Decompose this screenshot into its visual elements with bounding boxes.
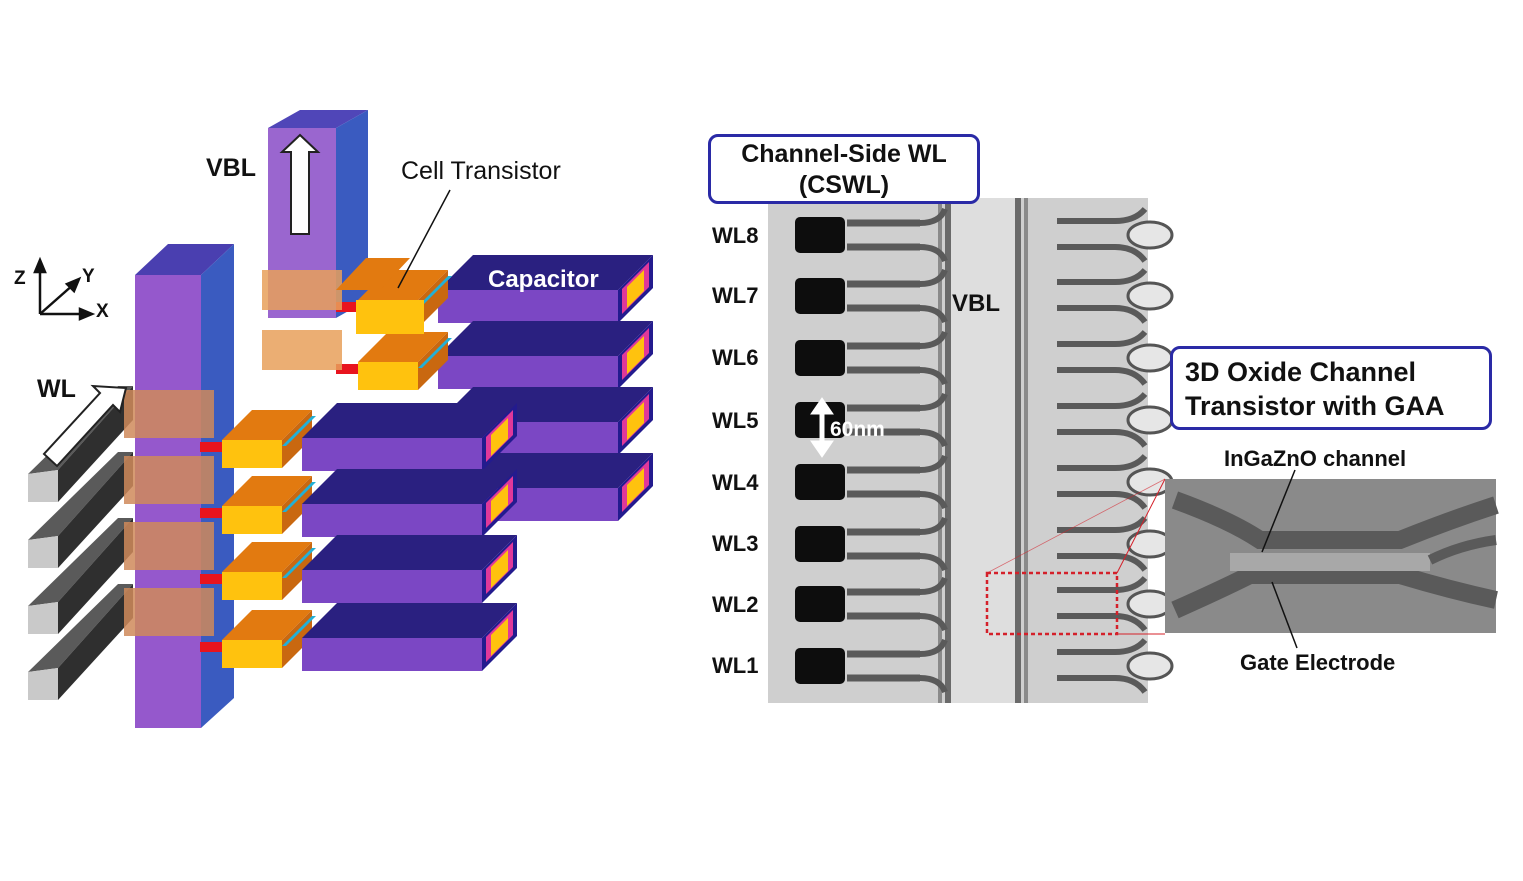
- wl-label: WL7: [712, 283, 759, 308]
- wl-label: WL4: [712, 470, 759, 495]
- scale-label: 60nm: [830, 418, 885, 441]
- zoom-region-box: [985, 571, 1119, 636]
- wl-arrow-icon: [42, 384, 128, 468]
- cswl-title-line2: (CSWL): [798, 171, 890, 199]
- cswl-title-box: Channel-Side WL (CSWL): [708, 134, 980, 204]
- wl-label: WL3: [712, 531, 759, 556]
- vbl-label-left: VBL: [206, 154, 256, 182]
- wl-label: WL2: [712, 592, 759, 617]
- axis-x-label: X: [96, 301, 109, 322]
- wl-label: WL5: [712, 408, 759, 433]
- gaa-title-line2: Transistor with GAA: [1185, 391, 1445, 421]
- wl-label: WL1: [712, 653, 759, 678]
- scale-double-arrow-icon: [810, 397, 834, 458]
- axis-z-label: Z: [14, 268, 26, 289]
- cell-transistor-label: Cell Transistor: [401, 157, 561, 185]
- gaa-title-box: 3D Oxide Channel Transistor with GAA: [1170, 346, 1492, 430]
- capacitor-label: Capacitor: [488, 266, 599, 293]
- wl-label: WL8: [712, 223, 759, 248]
- axis-y-label: Y: [82, 266, 95, 287]
- gaa-title-line1: 3D Oxide Channel: [1185, 357, 1417, 387]
- wl-label-left: WL: [37, 375, 76, 403]
- ingazno-channel-label: InGaZnO channel: [1224, 446, 1407, 471]
- vbl-arrow-icon: [279, 133, 321, 235]
- wl-label: WL6: [712, 345, 759, 370]
- xyz-axis-icon: [33, 256, 96, 321]
- cswl-title-line1: Channel-Side WL: [741, 140, 947, 168]
- gate-electrode-label: Gate Electrode: [1240, 650, 1396, 675]
- vbl-label-right: VBL: [952, 290, 1000, 317]
